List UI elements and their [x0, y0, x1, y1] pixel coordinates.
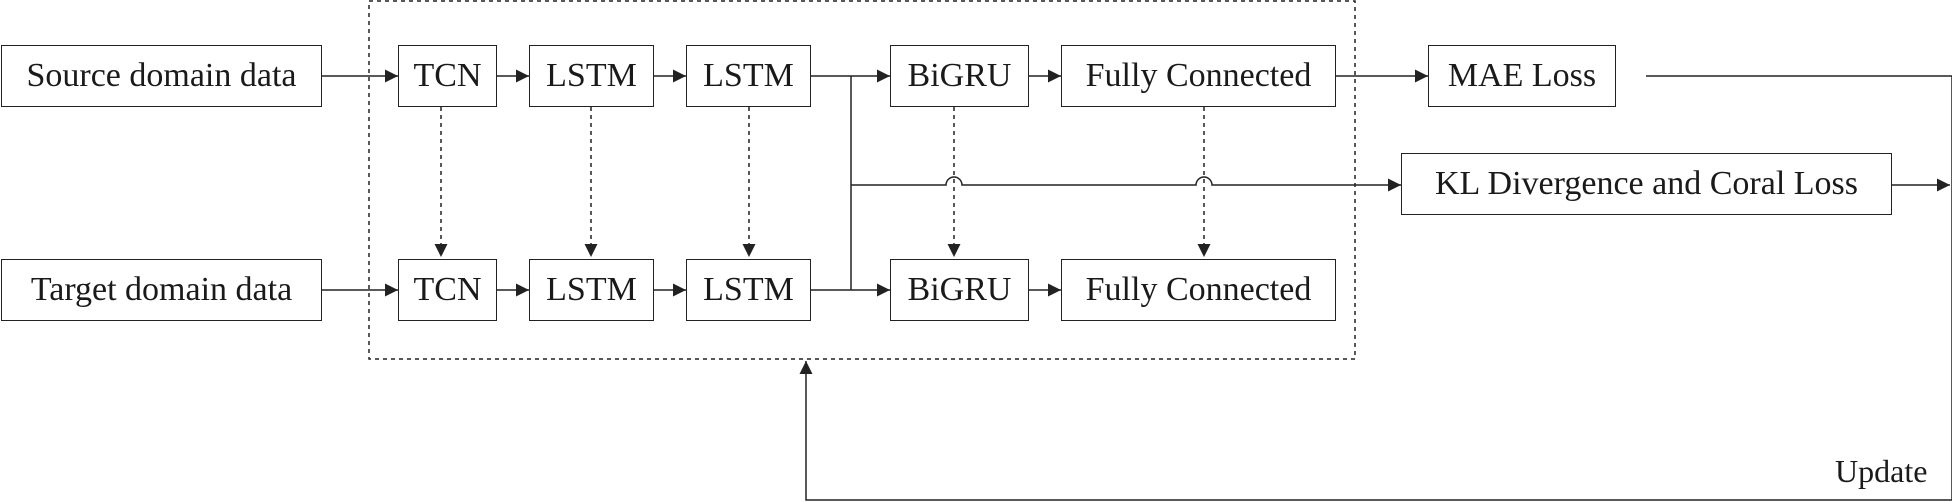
target-lstm-box-1: LSTM [529, 259, 654, 321]
arrow-features-to-kl-coral [851, 176, 1401, 192]
source-lstm-box-1: LSTM [529, 45, 654, 107]
target-tcn-box: TCN [398, 259, 497, 321]
target-bigru-box: BiGRU [890, 259, 1029, 321]
source-bigru-box: BiGRU [890, 45, 1029, 107]
mae-loss-box: MAE Loss [1428, 45, 1616, 107]
arrow-update-feedback [799, 185, 1952, 501]
source-fully-connected-box: Fully Connected [1061, 45, 1336, 107]
target-fully-connected-box: Fully Connected [1061, 259, 1336, 321]
kl-coral-loss-box: KL Divergence and Coral Loss [1401, 153, 1892, 215]
line-mae-to-update [1646, 75, 1952, 185]
source-domain-data-box: Source domain data [1, 45, 322, 107]
source-lstm-box-2: LSTM [686, 45, 811, 107]
target-lstm-box-2: LSTM [686, 259, 811, 321]
target-domain-data-box: Target domain data [1, 259, 322, 321]
source-tcn-box: TCN [398, 45, 497, 107]
update-label: Update [1835, 453, 1928, 489]
